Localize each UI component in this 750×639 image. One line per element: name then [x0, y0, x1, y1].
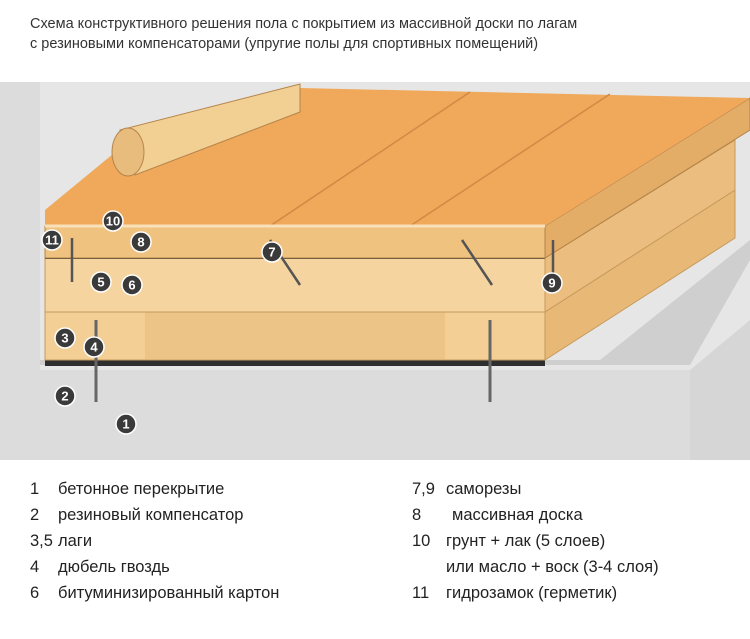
marker-3: 3 — [54, 327, 76, 349]
board-side — [544, 97, 750, 259]
marker-2: 2 — [54, 385, 76, 407]
svg-text:8: 8 — [137, 235, 144, 250]
svg-text:11: 11 — [45, 233, 59, 248]
marker-6: 6 — [121, 274, 143, 296]
lower-joist-gap — [145, 312, 445, 360]
svg-text:6: 6 — [128, 278, 135, 293]
board-seam-2 — [409, 93, 611, 227]
rubber-compensator — [45, 360, 545, 366]
marker-5: 5 — [90, 271, 112, 293]
marker-7: 7 — [261, 241, 283, 263]
concrete-slab-top — [40, 240, 750, 365]
back-log-end — [111, 127, 145, 177]
svg-text:7: 7 — [268, 245, 275, 260]
svg-text:9: 9 — [548, 276, 555, 291]
svg-text:4: 4 — [90, 340, 98, 355]
floor-construction-illustration: 1 2 3 4 5 6 7 8 9 10 11 — [0, 82, 750, 460]
marker-9: 9 — [541, 272, 563, 294]
diagram-title: Схема конструктивного решения пола с пок… — [30, 14, 730, 54]
marker-1: 1 — [115, 413, 137, 435]
svg-text:5: 5 — [97, 275, 104, 290]
concrete-front — [0, 370, 690, 460]
marker-8: 8 — [130, 231, 152, 253]
svg-text:3: 3 — [61, 331, 68, 346]
screw-7b — [460, 239, 494, 286]
upper-joist-front — [44, 257, 546, 313]
board-seam-1 — [269, 91, 471, 227]
marker-4: 4 — [83, 336, 105, 358]
wall-side — [0, 82, 40, 400]
title-line-1: Схема конструктивного решения пола с пок… — [30, 16, 578, 32]
marker-11: 11 — [41, 229, 63, 251]
title-line-2: с резиновыми компенсаторами (упругие пол… — [30, 36, 539, 52]
svg-text:1: 1 — [122, 417, 129, 432]
marker-10: 10 — [102, 210, 124, 232]
svg-text:2: 2 — [61, 389, 68, 404]
svg-text:10: 10 — [106, 214, 120, 229]
